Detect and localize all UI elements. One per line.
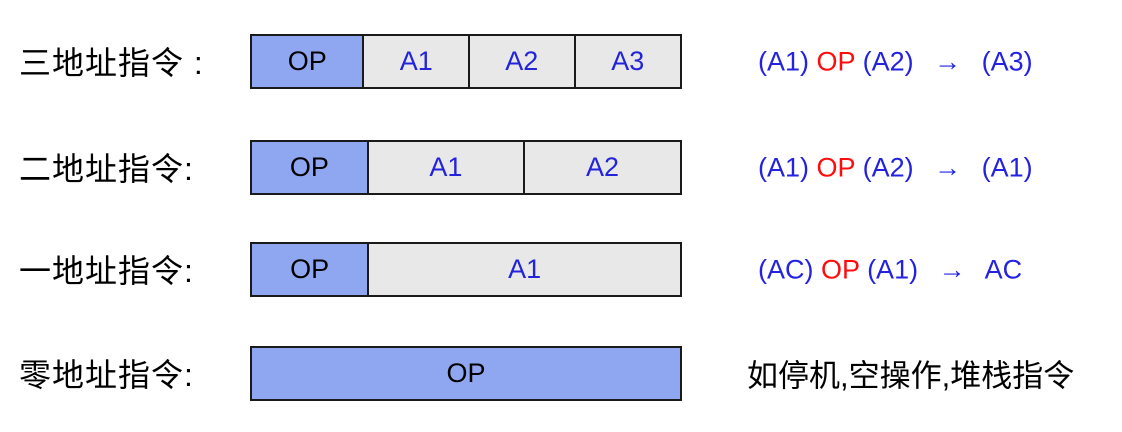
row-label: 二地址指令: — [19, 150, 194, 187]
operand-b: (A2) — [862, 152, 914, 182]
row-three-address: 三地址指令 : OP A1 A2 A3 (A1) OP (A2) → (A3) — [0, 34, 1122, 89]
instruction-format-boxes: OP A1 — [250, 242, 682, 297]
op-field: OP — [252, 142, 367, 193]
op-field: OP — [252, 244, 368, 295]
result: (A1) — [981, 152, 1033, 182]
row-label: 零地址指令: — [19, 356, 194, 393]
operator: OP — [821, 254, 860, 284]
operand-a: (A1) — [758, 46, 810, 76]
operand-a: (A1) — [758, 152, 810, 182]
arrow-icon: → — [938, 254, 966, 284]
address-field-a1: A1 — [362, 36, 468, 87]
operation-formula: (A1) OP (A2) → (A1) — [758, 152, 1033, 183]
operand-b: (A1) — [867, 254, 919, 284]
op-field: OP — [252, 36, 363, 87]
op-field: OP — [252, 348, 680, 399]
instruction-format-boxes: OP A1 A2 A3 — [250, 34, 682, 89]
operation-formula: (A1) OP (A2) → (A3) — [758, 46, 1033, 77]
result: (A3) — [981, 46, 1033, 76]
operand-b: (A2) — [862, 46, 914, 76]
instruction-format-boxes: OP A1 A2 — [250, 140, 682, 195]
address-field-a1: A1 — [366, 142, 523, 193]
address-field-a1: A1 — [367, 244, 680, 295]
address-field-a2: A2 — [467, 36, 574, 87]
operand-a: (AC) — [758, 254, 814, 284]
row-zero-address: 零地址指令: OP 如停机,空操作,堆栈指令 — [0, 346, 1122, 401]
address-field-a2: A2 — [522, 142, 680, 193]
result: AC — [984, 254, 1023, 284]
operation-formula: (AC) OP (A1) → AC — [758, 254, 1022, 285]
row-label: 三地址指令 : — [19, 44, 204, 81]
zero-address-examples-note: 如停机,空操作,堆栈指令 — [747, 358, 1075, 394]
row-two-address: 二地址指令: OP A1 A2 (A1) OP (A2) → (A1) — [0, 140, 1122, 195]
arrow-icon: → — [934, 46, 962, 76]
address-field-a3: A3 — [573, 36, 681, 87]
arrow-icon: → — [934, 152, 962, 182]
row-one-address: 一地址指令: OP A1 (AC) OP (A1) → AC — [0, 242, 1122, 297]
instruction-format-boxes: OP — [250, 346, 682, 401]
operator: OP — [816, 46, 856, 76]
row-label: 一地址指令: — [19, 252, 194, 289]
operator: OP — [816, 152, 856, 182]
